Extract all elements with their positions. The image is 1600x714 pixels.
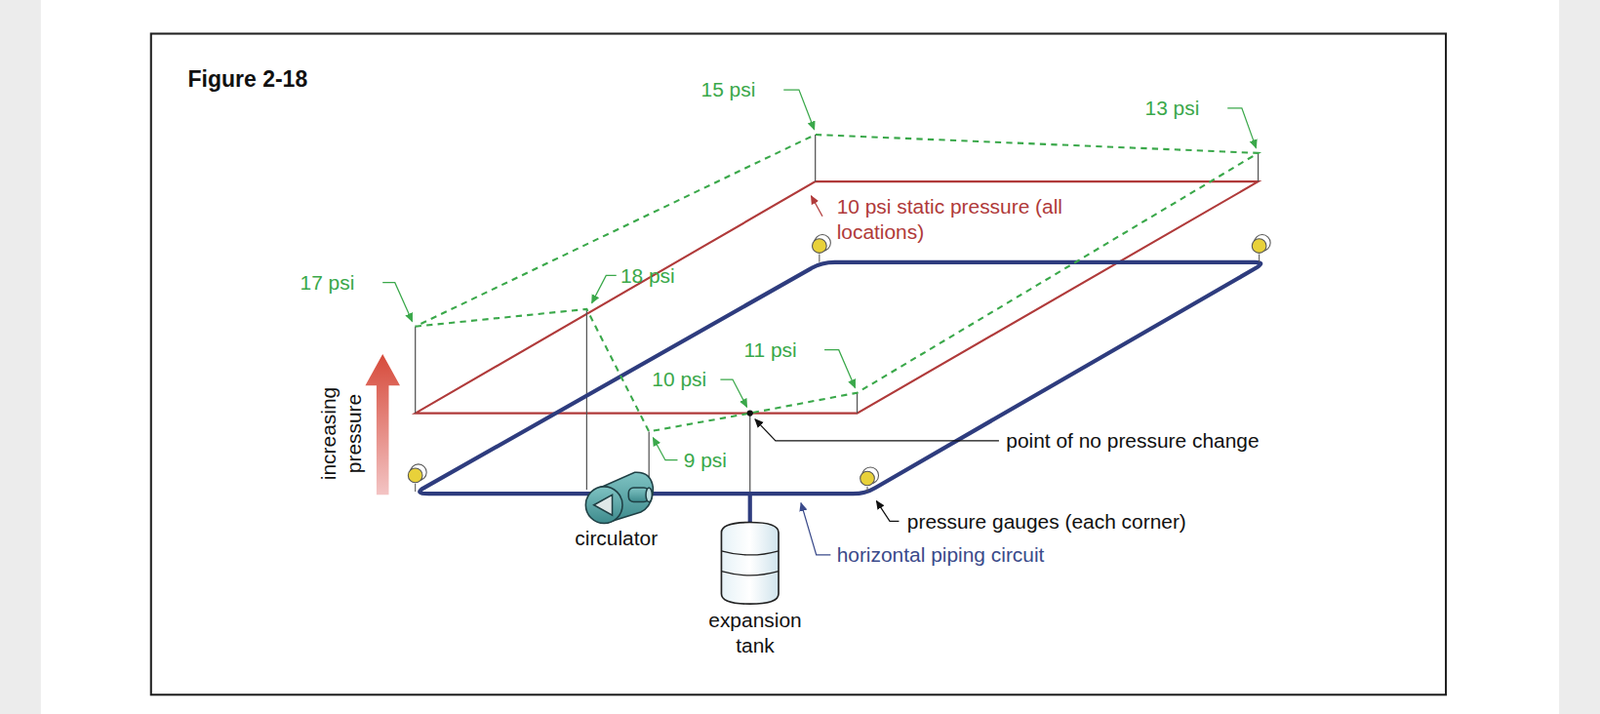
pressure-value: 9 psi xyxy=(683,447,727,474)
part-label: expansion tank xyxy=(688,607,822,659)
pressure-value: 11 psi xyxy=(743,337,797,363)
pressure-value: 13 psi xyxy=(1144,95,1200,121)
pressure-value: 17 psi xyxy=(299,270,355,296)
figure-title: Figure 2-18 xyxy=(187,65,308,94)
part-label: circulator xyxy=(574,524,658,551)
axis-label: increasing pressure xyxy=(316,378,367,489)
callout-label: pressure gauges (each corner) xyxy=(907,508,1187,534)
pressure-value: 10 psi xyxy=(651,366,707,393)
pressure-value: 15 psi xyxy=(701,77,757,103)
callout-label: horizontal piping circuit xyxy=(837,542,1045,568)
callout-label: point of no pressure change xyxy=(1005,428,1259,454)
static-pressure-note: 10 psi static pressure (all locations) xyxy=(837,193,1092,244)
sheet xyxy=(40,0,1560,714)
pressure-value: 18 psi xyxy=(620,262,676,288)
